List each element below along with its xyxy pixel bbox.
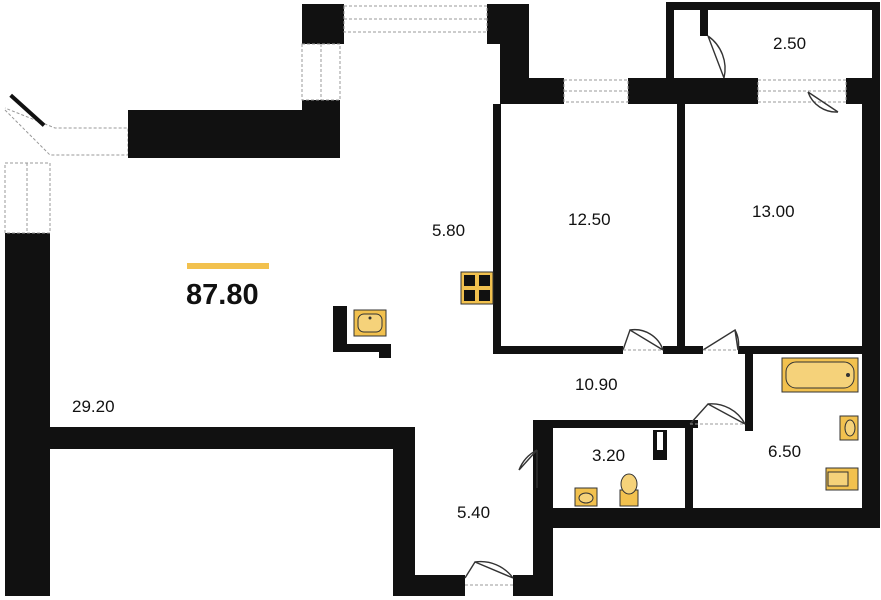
wall-bedroom-bottom-mid xyxy=(663,346,703,354)
wall-bath-top xyxy=(753,346,868,354)
room-labels: 2.50 5.80 12.50 13.00 29.20 10.90 3.20 6… xyxy=(72,34,806,522)
washing-machine-icon xyxy=(825,467,859,491)
wall-bedroom-top-mid xyxy=(628,78,758,104)
window-frames xyxy=(9,93,132,156)
wall-wc-top xyxy=(533,420,698,428)
wc-sink-icon xyxy=(574,487,598,507)
room-label-kitchen: 5.80 xyxy=(432,221,465,240)
door-bathroom xyxy=(689,403,746,425)
wall-bottom-left xyxy=(5,427,415,449)
wall-top-left-lower xyxy=(302,100,340,112)
wall-bath-bottom xyxy=(533,508,880,528)
wall-top-left-pillar xyxy=(302,4,344,44)
bathroom-sink-icon xyxy=(839,415,859,441)
wall-bedroom-bottom-left xyxy=(493,346,623,354)
wall-bottom-floor xyxy=(393,575,465,596)
door-entrance xyxy=(464,560,514,579)
wall-storage-right xyxy=(872,2,880,92)
kitchen-sink-icon xyxy=(353,309,387,337)
wall-bedroom-left-side xyxy=(493,104,501,354)
doors xyxy=(464,35,839,579)
door-storage xyxy=(707,35,726,79)
room-label-bedroom-1: 12.50 xyxy=(568,210,611,229)
door-bedroom-right xyxy=(702,328,740,351)
total-area-label: 87.80 xyxy=(186,279,259,311)
wall-hall-right xyxy=(745,346,753,431)
wall-bedroom-top-left xyxy=(500,78,564,104)
living-pillar xyxy=(333,306,391,358)
total-area-accent-bar xyxy=(187,263,269,269)
door-balcony xyxy=(807,91,839,113)
wall-storage-inner xyxy=(700,10,708,36)
room-label-entrance: 5.40 xyxy=(457,503,490,522)
wall-wc-left xyxy=(533,420,541,450)
wall-upper-left-long xyxy=(128,110,340,158)
shaft-inner xyxy=(657,432,663,450)
wall-storage-left xyxy=(666,2,674,80)
wall-bedroom-divider xyxy=(677,104,685,354)
room-label-storage: 2.50 xyxy=(773,34,806,53)
fixtures xyxy=(353,271,859,507)
door-wc xyxy=(518,449,538,488)
stove-icon xyxy=(460,271,494,305)
walls xyxy=(5,2,880,596)
wall-storage-top xyxy=(666,2,880,10)
room-label-living-room: 29.20 xyxy=(72,397,115,416)
room-label-bedroom-2: 13.00 xyxy=(752,202,795,221)
door-openings xyxy=(465,349,745,586)
wall-corridor-left xyxy=(393,427,415,596)
room-label-hall: 10.90 xyxy=(575,375,618,394)
room-label-wc: 3.20 xyxy=(592,446,625,465)
door-bedroom-left xyxy=(622,328,664,351)
wall-wc-right xyxy=(685,420,693,510)
wall-left xyxy=(5,233,50,596)
wall-right-outer xyxy=(862,78,880,528)
window-living-corner xyxy=(4,107,129,156)
room-label-bathroom: 6.50 xyxy=(768,442,801,461)
window-bedroom-right xyxy=(757,79,847,103)
bathtub-icon xyxy=(781,357,859,393)
toilet-icon xyxy=(619,473,639,507)
